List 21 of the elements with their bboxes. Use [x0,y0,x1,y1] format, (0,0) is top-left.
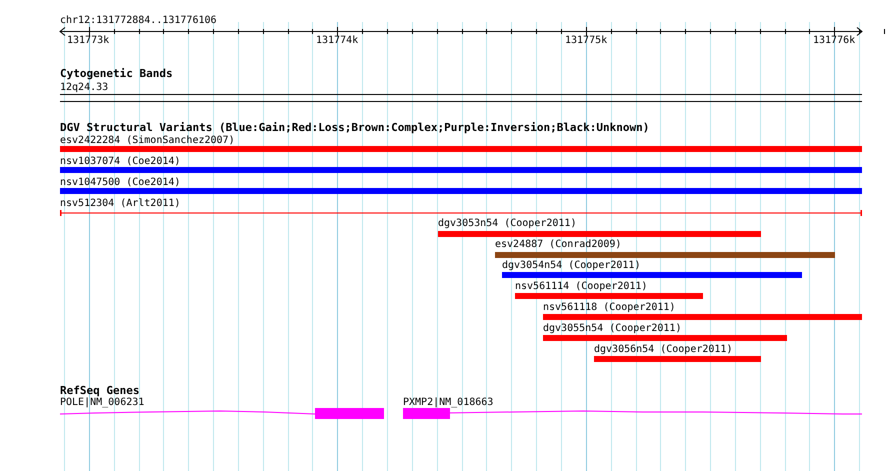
band-name: 12q24.33 [60,82,108,93]
variant-label: dgv3054n54 (Cooper2011) [502,260,640,271]
gene-label: POLE|NM_006231 [60,397,144,408]
variant-label: esv2422284 (SimonSanchez2007) [60,135,235,146]
variant-label: nsv512304 (Arlt2011) [60,198,180,209]
variant-label: esv24887 (Conrad2009) [495,239,622,250]
tick-label: 131775k [565,35,608,46]
variant-label: dgv3053n54 (Cooper2011) [438,218,576,229]
tick-label: 131774k [316,35,358,46]
track-title: Cytogenetic Bands [60,68,173,79]
variant-label: nsv1037074 (Coe2014) [60,156,180,167]
variant-label: dgv3056n54 (Cooper2011) [594,344,732,355]
track-title: DGV Structural Variants (Blue:Gain;Red:Loss;Brown:Complex;Purple:Inversion;Black:Unknown) [60,122,650,133]
variant-label: dgv3055n54 (Cooper2011) [543,323,682,334]
tick-label: 131776k [813,35,856,46]
variant-label: nsv561114 (Cooper2011) [515,281,648,292]
tick-label: 131773k [67,35,110,46]
variant-label: nsv561118 (Cooper2011) [543,302,676,313]
coordinate-range: chr12:131772884..131776106 [60,15,217,26]
variant-label: nsv1047500 (Coe2014) [60,177,180,188]
gene-label: PXMP2|NM_018663 [403,397,494,408]
